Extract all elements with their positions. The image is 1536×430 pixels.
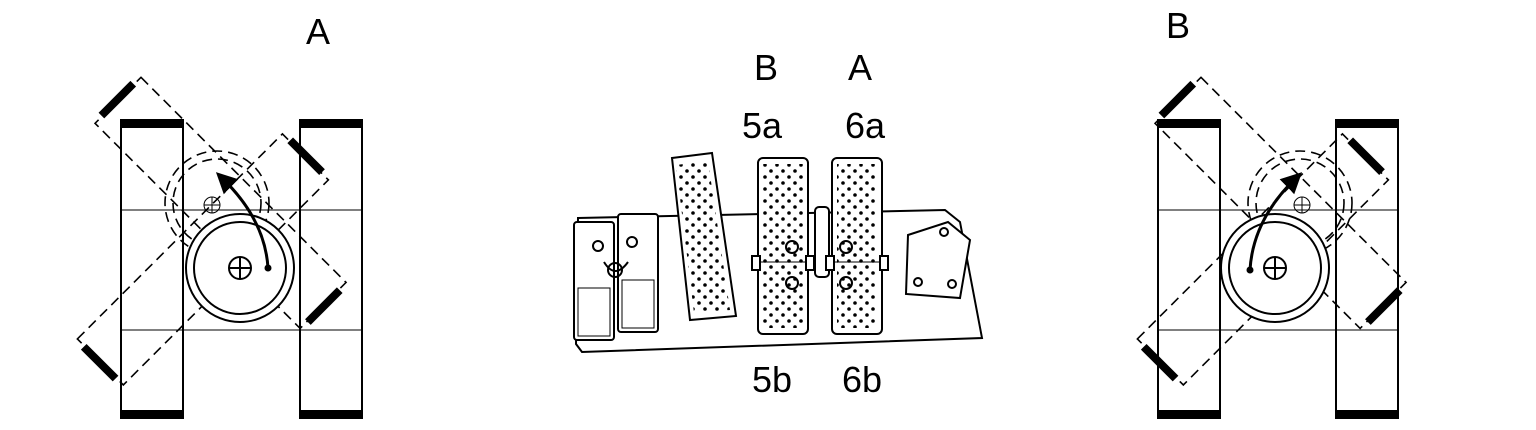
track-left-a — [120, 119, 184, 419]
rotation-arrow-ccw — [215, 172, 270, 269]
brake-pedal-pair — [573, 213, 659, 341]
pedal-label-5a: 5a — [742, 105, 783, 146]
view-label-left: A — [306, 11, 330, 52]
body-frame-a — [120, 209, 363, 331]
pedal-label-b: B — [754, 47, 778, 88]
pedal-perforated-left — [670, 151, 738, 322]
track-right-b — [1335, 119, 1399, 419]
pedal-6 — [825, 157, 889, 335]
pedal-5 — [751, 157, 815, 335]
footrest-plate — [904, 220, 972, 300]
track-view-right: B — [1136, 5, 1408, 419]
pedal-assembly: B A 5a 6a 5b 6b — [573, 47, 984, 400]
view-label-right: B — [1166, 5, 1190, 46]
body-frame-b — [1157, 209, 1399, 331]
pedal-label-a: A — [848, 47, 872, 88]
pedal-label-5b: 5b — [752, 359, 792, 400]
pedal-label-6b: 6b — [842, 359, 882, 400]
rotation-arrow-cw — [1248, 172, 1303, 271]
ghost-track-left-upper — [93, 76, 348, 330]
pedal-label-6a: 6a — [845, 105, 886, 146]
track-view-left: A — [76, 11, 363, 419]
